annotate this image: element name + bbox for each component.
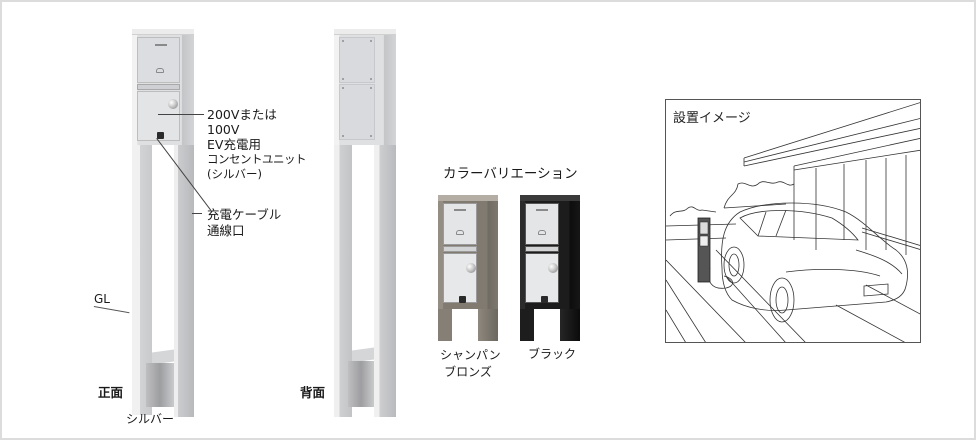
black-label: ブラック: [528, 347, 577, 361]
post-right-leg: [478, 309, 498, 341]
screw: [342, 135, 344, 137]
panel-divider: [137, 84, 180, 90]
post-left-leg: [132, 145, 152, 415]
post-top-cap: [438, 195, 498, 201]
post-left-leg: [334, 145, 352, 417]
gl-label: GL: [94, 292, 110, 306]
finish-label: シルバー: [126, 412, 175, 426]
outlet-lid-knob: [548, 263, 558, 273]
post-right-leg: [374, 145, 396, 417]
callout-cable-line-1: 充電ケーブル: [207, 207, 282, 222]
callout-cable-line-2: 通線口: [207, 223, 245, 238]
callout-unit-line-3: EV充電用: [207, 137, 261, 152]
panel-divider: [443, 246, 477, 252]
install-image-title: 設置イメージ: [673, 111, 751, 126]
callout-leader-cable-tail: [192, 213, 202, 214]
brand-logo: [536, 209, 548, 211]
post-top-cap: [334, 29, 396, 35]
back-upper-plate: [339, 37, 375, 83]
post-right-leg: [174, 145, 194, 417]
callout-unit-line-2: 100V: [207, 122, 240, 137]
callout-leader-unit: [158, 114, 204, 115]
post-upper-panel: [443, 203, 477, 245]
outlet-unit-panel: [137, 91, 180, 141]
charging-post-in-scene: [697, 217, 711, 283]
brand-logo: [454, 209, 466, 211]
screw: [342, 40, 344, 42]
cable-port-icon: [459, 296, 466, 303]
callout-unit-line-5: (シルバー): [207, 167, 262, 181]
screw: [370, 135, 372, 137]
front-post-illustration: [132, 29, 194, 417]
post-left-leg: [438, 309, 452, 341]
back-lower-plate: [339, 84, 375, 140]
install-scene-illustration: [666, 102, 920, 342]
brand-logo: [155, 44, 167, 46]
post-top-cap: [520, 195, 580, 201]
cable-port-icon: [157, 132, 164, 139]
outlet-lid-knob: [168, 99, 178, 109]
champagne-bronze-label: シャンパン ブロンズ: [440, 347, 501, 381]
install-image-panel: 設置イメージ: [665, 99, 921, 343]
callout-unit-text: 200Vまたは 100V EV充電用 コンセントユニット (シルバー): [207, 107, 307, 182]
post-right-leg: [560, 309, 580, 341]
cable-port-icon: [541, 296, 548, 303]
back-view-label: 背面: [300, 385, 326, 400]
screw: [342, 87, 344, 89]
ev-emblem-icon: [456, 230, 464, 235]
panel-divider: [525, 246, 559, 252]
callout-unit-line-1: 200Vまたは: [207, 107, 277, 122]
post-base-bracket: [146, 363, 174, 407]
back-post-illustration: [334, 29, 396, 417]
post-top-cap: [132, 29, 194, 35]
ev-emblem-icon: [538, 230, 546, 235]
champagne-bronze-label-line-2: ブロンズ: [444, 365, 492, 379]
champagne-bronze-label-line-1: シャンパン: [440, 348, 501, 362]
color-swatch-champagne-bronze: [438, 195, 498, 341]
outlet-unit-panel: [525, 253, 559, 303]
screw: [370, 87, 372, 89]
gl-line: [93, 306, 130, 314]
color-swatch-black: [520, 195, 580, 341]
color-variation-title: カラーバリエーション: [443, 166, 578, 182]
callout-unit-line-4: コンセントユニット: [207, 152, 307, 166]
screw: [342, 78, 344, 80]
outlet-lid-knob: [466, 263, 476, 273]
outlet-unit-panel: [443, 253, 477, 303]
screw: [370, 40, 372, 42]
screw: [370, 78, 372, 80]
post-upper-panel: [525, 203, 559, 245]
post-upper-panel: [137, 37, 180, 83]
post-base-bracket: [348, 361, 374, 407]
ev-emblem-icon: [156, 68, 164, 73]
post-left-leg: [520, 309, 534, 341]
front-view-label: 正面: [98, 385, 124, 400]
callout-cable-text: 充電ケーブル 通線口: [207, 207, 281, 239]
